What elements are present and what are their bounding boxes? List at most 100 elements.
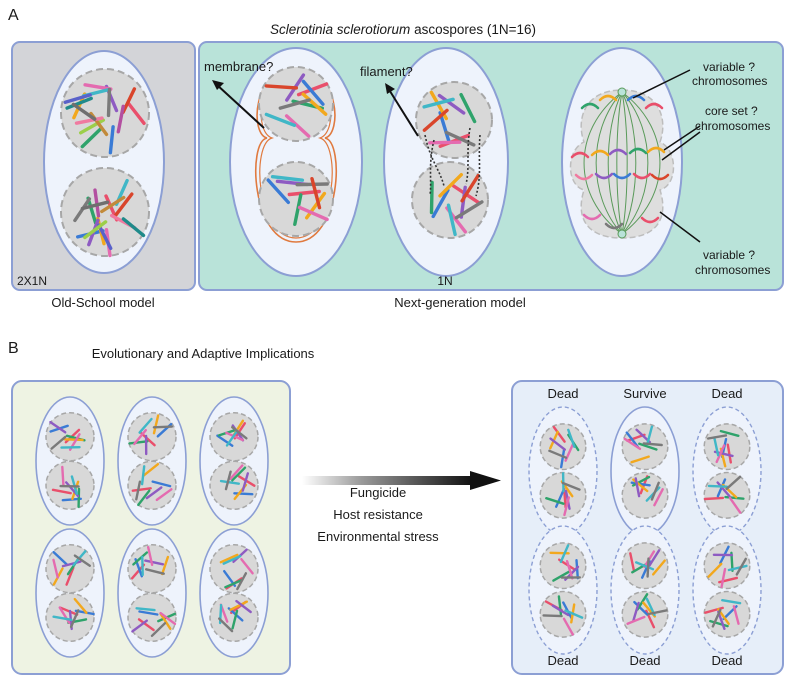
chromosome (74, 116, 104, 125)
membrane-chromosomes (264, 73, 329, 227)
chromosome (65, 566, 75, 586)
chromosome (131, 487, 152, 492)
spindle-chromosome (632, 172, 652, 180)
chromosome (138, 610, 159, 616)
chromosome (721, 599, 742, 605)
spindle-chromosome (604, 222, 624, 230)
core-set-label: core set ? chromosomes (695, 104, 770, 133)
chromosome (61, 560, 82, 568)
chromosome (716, 481, 731, 498)
ascospore-nucleus (127, 460, 177, 511)
chromosome (86, 196, 98, 225)
chromosome (142, 463, 160, 477)
chromosome (240, 558, 254, 575)
ascospore-nucleus (127, 411, 177, 462)
chromosome (552, 425, 566, 443)
panel-b-spores (35, 396, 762, 658)
ascospore-nucleus (209, 543, 259, 594)
chromosome (542, 614, 563, 618)
chromosome (93, 188, 101, 218)
chromosome (647, 609, 668, 616)
ascospore-nucleus (539, 423, 587, 471)
chromosome (460, 173, 480, 203)
chromosome (219, 553, 239, 564)
chromosome (100, 195, 126, 214)
variable-top-line-2: chromosomes (692, 74, 767, 88)
chromosome (559, 544, 570, 564)
chromosome (233, 422, 247, 440)
chromosome (438, 172, 463, 198)
chromosome (126, 101, 146, 126)
chromosome (707, 562, 723, 578)
chromosome (155, 488, 173, 502)
chromosome (646, 425, 654, 446)
filament-pointer-line (387, 87, 419, 137)
chromosome (152, 425, 174, 429)
chromosome (159, 612, 172, 630)
chromosome (428, 140, 462, 145)
chromosome (561, 481, 581, 491)
chromosome (114, 192, 134, 217)
chromosome (144, 568, 165, 575)
chromosome (552, 570, 571, 582)
filament-chromosomes (422, 90, 484, 237)
chromosome (146, 546, 154, 566)
old-school-nucleus-top (60, 68, 150, 158)
chromosome (233, 492, 254, 496)
spindle-fiber (583, 91, 623, 235)
chromosome (61, 465, 65, 487)
panel-a-title: Sclerotinia sclerotiorum ascospores (1N=… (270, 22, 536, 37)
variable-bottom-label: variable ? chromosomes (695, 248, 770, 277)
panel-b-letter: B (8, 340, 19, 357)
panel-b-title: Evolutionary and Adaptive Implications (92, 346, 315, 361)
core-set-line-2: chromosomes (695, 119, 770, 133)
chromosome (301, 79, 325, 106)
chromosome (266, 178, 290, 205)
chromosome (565, 560, 574, 580)
chromosome (50, 435, 67, 450)
chromosome (652, 559, 666, 576)
spindle-fiber (621, 91, 637, 235)
spindle-fiber (607, 91, 623, 235)
spindle-chromosome (570, 151, 590, 159)
chromosome (59, 606, 79, 616)
chromosome (560, 448, 566, 469)
chromosome (73, 554, 92, 567)
chromosome (241, 472, 250, 492)
chromosome (217, 617, 234, 633)
chromosome (719, 429, 740, 437)
chromosome (132, 551, 149, 566)
chromosome (135, 607, 156, 612)
filament-label: filament? (360, 64, 413, 79)
chromosome (626, 615, 646, 625)
spindle-chromosome (590, 149, 610, 157)
chromosome (728, 496, 742, 514)
chromosome (80, 200, 110, 211)
ascospore-nucleus (209, 592, 259, 643)
outcome-top-1: Dead (547, 386, 578, 401)
chromosome (116, 104, 125, 134)
outcome-bottom-1: Dead (547, 653, 578, 668)
chromosome (567, 428, 576, 448)
chromosome (229, 600, 249, 611)
ascospore-nucleus (539, 590, 587, 638)
chromosome (145, 486, 163, 500)
chromosome (225, 429, 239, 447)
chromosome (653, 488, 664, 507)
ascospore-nucleus (209, 460, 259, 511)
spindle-fibers (583, 91, 661, 235)
old-school-tag: 2X1N (17, 274, 47, 288)
chromosome (446, 203, 457, 237)
panel-a-title-rest: ascospores (1N=16) (410, 22, 536, 37)
chromosome (648, 549, 661, 567)
chromosome (715, 444, 726, 464)
next-gen-caption: Next-generation model (394, 295, 526, 310)
chromosome (707, 484, 729, 488)
panel-a-letter: A (8, 7, 19, 24)
chromosome (431, 188, 450, 219)
spindle-chromosome (640, 216, 660, 224)
chromosome (630, 455, 650, 464)
chromosome (152, 414, 160, 435)
variable-bottom-line-1: variable ? (703, 248, 755, 262)
ascospore-nucleus (127, 592, 177, 643)
